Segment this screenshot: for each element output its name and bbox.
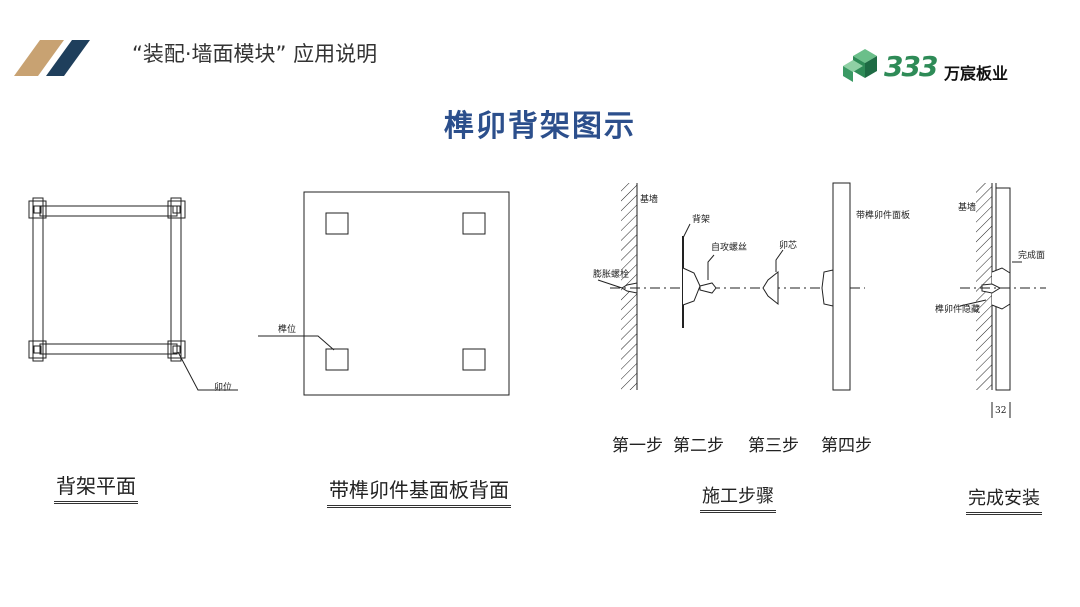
step-3: 第三步 xyxy=(748,436,799,456)
caption-frame-plan: 背架平面 xyxy=(54,470,138,504)
label-finished-face: 完成面 xyxy=(1018,251,1046,261)
dimension-label: 32 xyxy=(995,406,1007,416)
brand-name: 万宸板业 xyxy=(944,64,1009,83)
label-base-wall: 基墙 xyxy=(640,195,659,205)
header-title: “装配·墙面模块” 应用说明 xyxy=(132,42,378,66)
label-panel-with-joinery: 带榫卯件面板 xyxy=(856,211,911,221)
label-tenon: 榫位 xyxy=(278,325,297,335)
main-title: 榫卯背架图示 xyxy=(444,109,636,144)
caption-finished-install: 完成安装 xyxy=(966,484,1042,515)
step-2: 第二步 xyxy=(673,436,724,456)
brand-number: 333 xyxy=(884,50,938,83)
step-1: 第一步 xyxy=(612,436,663,456)
label-finished-base-wall: 基墙 xyxy=(958,203,977,213)
caption-construction-steps: 施工步骤 xyxy=(700,482,776,513)
label-mortise: 卯位 xyxy=(214,383,233,393)
label-back-frame: 背架 xyxy=(692,215,711,225)
caption-base-panel-back: 带榫卯件基面板背面 xyxy=(327,474,511,508)
label-expansion-bolt: 膨胀螺栓 xyxy=(593,270,630,280)
label-self-tapping-screw: 自攻螺丝 xyxy=(711,243,748,253)
step-4: 第四步 xyxy=(821,436,872,456)
label-hidden-joinery: 榫卯件隐藏 xyxy=(935,305,981,315)
label-tenon-core: 卯芯 xyxy=(779,241,798,251)
